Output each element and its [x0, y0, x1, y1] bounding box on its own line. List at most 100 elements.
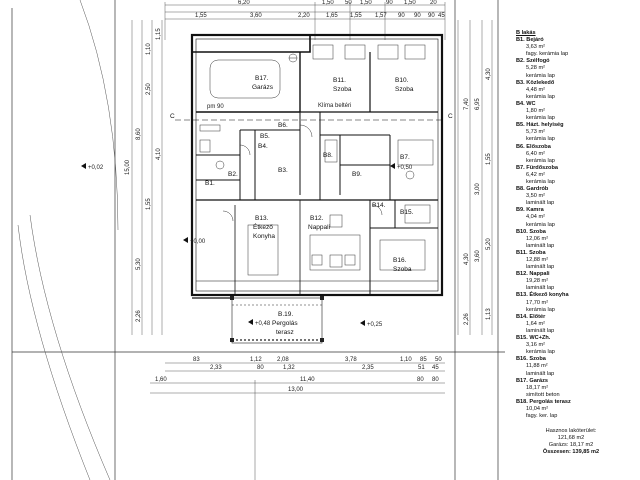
- room-b5-label: B5.: [260, 133, 270, 140]
- room-schedule-area: 4,48 m²: [526, 86, 545, 93]
- dim-left-h: 1,55: [146, 198, 152, 210]
- room-schedule-material: laminált lap: [526, 327, 555, 334]
- room-schedule-name: WC: [526, 100, 536, 107]
- dim-bot-r1-b: 1,12: [250, 357, 262, 363]
- dim-top-mid-e: 1,55: [350, 13, 362, 19]
- room-b2-label: B2.: [228, 171, 238, 178]
- dim-left-e: 1,10: [146, 43, 152, 55]
- room-schedule-material: fagy. kerámia lap: [526, 51, 569, 58]
- room-schedule-item: B10. Szoba: [516, 229, 626, 236]
- room-schedule-name: Házt. helyiség: [526, 122, 564, 129]
- room-schedule-item: B6. Előszoba: [516, 144, 626, 151]
- room-schedule-area: 3,16 m²: [526, 342, 545, 349]
- klima-label: Klíma beltéri: [318, 103, 351, 109]
- room-schedule-name: Fürdőszoba: [526, 164, 558, 171]
- room-schedule-material: kerámia lap: [526, 72, 555, 79]
- room-schedule-item: B2. Szélfogó: [516, 58, 626, 65]
- dim-right-h: 1,13: [486, 308, 492, 320]
- useful-area-value: 121,68 m2: [557, 435, 585, 442]
- room-schedule-code: B15.: [516, 335, 528, 342]
- room-schedule-area: 3,50 m²: [526, 193, 545, 200]
- dim-top-mid-j: 45: [438, 13, 445, 19]
- dim-right-f: 5,20: [486, 238, 492, 250]
- dim-top-mid-c: 2,20: [298, 13, 310, 19]
- room-schedule-code: B2.: [516, 58, 525, 65]
- room-schedule-item: B18. Pergolás terasz: [516, 399, 626, 406]
- level-l4: +0,25: [367, 322, 383, 328]
- room-schedule-material: kerámia lap: [526, 93, 555, 100]
- dim-right-b: 6,95: [475, 98, 481, 110]
- room-schedule-material: kerámia lap: [526, 115, 555, 122]
- dim-top-mid-g: 90: [398, 13, 405, 19]
- pm-label: pm 90: [207, 104, 224, 110]
- dim-left-f: 4,10: [156, 148, 162, 160]
- room-schedule-area: 4,04 m²: [526, 214, 545, 221]
- room-schedule-material: kerámia lap: [526, 157, 555, 164]
- room-schedule-material: kerámia lap: [526, 306, 555, 313]
- bottom-dimension-lines: [150, 362, 445, 394]
- room-schedule-code: B18.: [516, 398, 528, 405]
- room-schedule-item: B12. Nappali: [516, 271, 626, 278]
- level-l5: +0,50: [397, 165, 413, 171]
- room-schedule-name: Gardrób: [526, 186, 549, 193]
- total-area-line: Összesen: 139,85 m2: [542, 449, 600, 456]
- dim-top-d: 1,50: [360, 0, 372, 6]
- room-schedule-material: kerámia lap: [526, 178, 555, 185]
- room-schedule-name: Előtér: [529, 313, 546, 320]
- dim-bot-r1-g: 50: [435, 357, 442, 363]
- room-schedule-area: 17,70 m²: [526, 299, 549, 306]
- dim-right-g: 2,26: [464, 313, 470, 325]
- dim-top-a: 6,20: [238, 0, 250, 6]
- dim-left-c: 5,30: [136, 258, 142, 270]
- dim-bot-r3-c: 80: [417, 377, 424, 383]
- dim-top-mid-h: 90: [414, 13, 421, 19]
- room-schedule-name: Közlekedő: [526, 79, 555, 86]
- top-dimension-lines: [164, 2, 446, 40]
- room-schedule-code: B1.: [516, 37, 525, 44]
- room-schedule-area: 12,06 m²: [526, 235, 549, 242]
- room-schedule-material: kerámia lap: [526, 136, 555, 143]
- room-schedule-item: B4. WC: [516, 101, 626, 108]
- room-b12-code: B12.: [310, 215, 324, 222]
- room-schedule-item: B3. Közlekedő: [516, 80, 626, 87]
- room-schedule-name: Étkező konyha: [529, 292, 569, 299]
- dim-bot-r2-d: 2,35: [362, 365, 374, 371]
- room-schedule-name: WC+Zh.: [529, 335, 551, 342]
- left-dimension-lines: [131, 20, 163, 335]
- pergola-posts: [230, 296, 324, 342]
- room-schedule-material: laminált lap: [526, 285, 555, 292]
- room-schedule-area: 11,88 m²: [526, 363, 548, 370]
- room-schedule-material: kerámia lap: [526, 221, 555, 228]
- dim-left-b: 2,50: [146, 83, 152, 95]
- room-schedule-name: Bejáró: [526, 37, 544, 44]
- room-schedule-code: B9.: [516, 207, 525, 214]
- dim-top-mid-f: 1,57: [375, 13, 387, 19]
- room-schedule-item: B14. Előtér: [516, 314, 626, 321]
- room-schedule-material: laminált lap: [526, 264, 555, 271]
- room-schedule-area: 6,40 m²: [526, 150, 545, 157]
- room-schedule-code: B4.: [516, 100, 525, 107]
- dim-bot-r2-e: 51: [418, 365, 425, 371]
- dim-bot-r2-f: 45: [432, 365, 439, 371]
- room-b13-name-2: Konyha: [253, 233, 275, 240]
- room-schedule-code: B14.: [516, 313, 528, 320]
- room-b16-code: B16.: [393, 257, 407, 264]
- room-b15-label: B15.: [400, 209, 414, 216]
- dim-bot-r1-a: 83: [193, 357, 200, 363]
- room-schedule-name: Szoba: [529, 228, 546, 235]
- level-marker-icons: [81, 163, 395, 326]
- room-schedule-name: Szélfogó: [526, 58, 550, 65]
- area-summary: Hasznos lakóterület: 121,68 m2 Garázs: 1…: [516, 428, 626, 456]
- room-schedule-name: Előszoba: [526, 143, 551, 150]
- room-b13-name-1: Étkező: [253, 222, 273, 231]
- right-dimension-lines: [457, 20, 493, 335]
- dim-left-d: 2,26: [136, 310, 142, 322]
- room-schedule-item: B16. Szoba: [516, 356, 626, 363]
- room-schedule-code: B16.: [516, 356, 528, 363]
- room-b4-label: B4.: [258, 143, 268, 150]
- room-b9-label: B9.: [352, 171, 362, 178]
- furniture-fixtures: [199, 44, 434, 276]
